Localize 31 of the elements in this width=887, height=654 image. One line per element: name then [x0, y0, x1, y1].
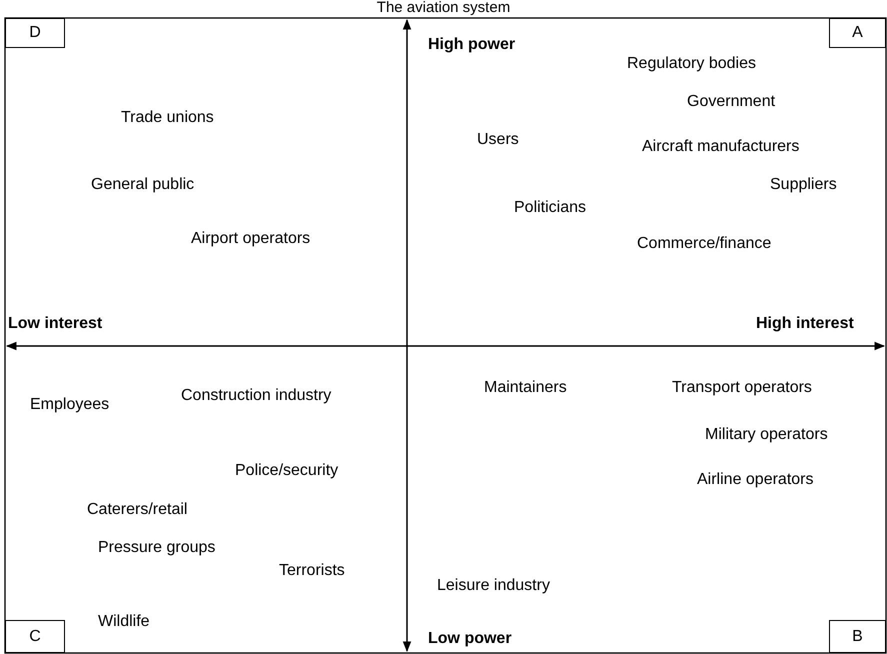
- axis-label: Low interest: [8, 314, 102, 334]
- stakeholder-label: Politicians: [514, 198, 586, 218]
- stakeholder-label: Commerce/finance: [637, 234, 772, 254]
- quadrant-letter: B: [829, 620, 886, 653]
- stakeholder-label: Transport operators: [672, 378, 812, 398]
- stakeholder-label: Airport operators: [191, 229, 310, 249]
- stakeholder-label: Construction industry: [181, 386, 332, 406]
- quadrant-letter: A: [829, 18, 886, 48]
- stakeholder-label: Users: [477, 130, 519, 150]
- stakeholder-label: Military operators: [705, 425, 828, 445]
- stakeholder-label: Aircraft manufacturers: [642, 137, 800, 157]
- quadrant-letter: D: [5, 18, 65, 48]
- axis-label: High power: [428, 35, 516, 55]
- stakeholder-label: General public: [91, 175, 194, 195]
- axis-label: Low power: [428, 629, 512, 649]
- stakeholder-label: Caterers/retail: [87, 500, 188, 520]
- stakeholder-label: Wildlife: [98, 612, 150, 632]
- stakeholder-label: Suppliers: [770, 175, 837, 195]
- stakeholder-label: Regulatory bodies: [627, 54, 756, 74]
- stakeholder-label: Government: [687, 92, 776, 112]
- stakeholder-label: Employees: [30, 395, 110, 415]
- stakeholder-label: Pressure groups: [98, 538, 216, 558]
- stakeholder-label: Terrorists: [279, 561, 345, 581]
- stakeholder-label: Trade unions: [121, 108, 214, 128]
- stakeholder-label: Maintainers: [484, 378, 567, 398]
- stakeholder-label: Police/security: [235, 461, 338, 481]
- diagram-title: The aviation system: [376, 0, 512, 17]
- stakeholder-label: Leisure industry: [437, 576, 550, 596]
- axis-label: High interest: [756, 314, 854, 334]
- stakeholder-label: Airline operators: [697, 470, 814, 490]
- quadrant-letter: C: [5, 620, 65, 653]
